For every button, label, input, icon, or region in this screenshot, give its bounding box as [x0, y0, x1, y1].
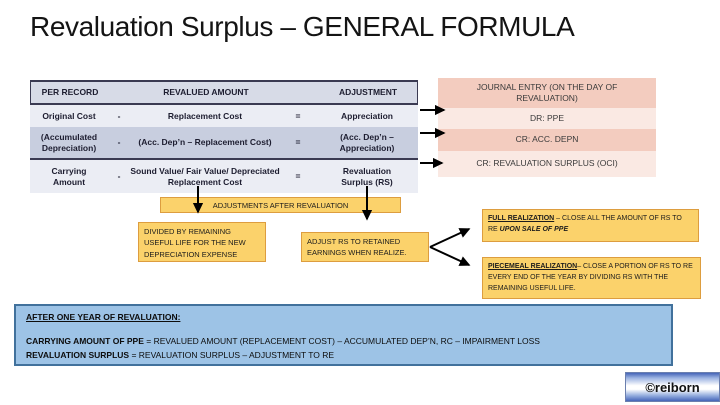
arrow-to-piecemeal-realization	[429, 246, 471, 266]
cell-minus-operator: -	[117, 171, 121, 182]
carrying-amount-formula: CARRYING AMOUNT OF PPE = REVALUED AMOUNT…	[26, 336, 540, 346]
table-row: (Accumulated Depreciation) - (Acc. Dep’n…	[30, 127, 418, 158]
full-realization-emphasis: UPON SALE OF PPE	[499, 226, 569, 234]
cell-per-record: Original Cost	[42, 110, 96, 121]
cell-per-record: Carrying Amount	[51, 166, 87, 187]
piecemeal-realization-box: PIECEMEAL REALIZATION– CLOSE A PORTION O…	[482, 257, 701, 299]
retained-earnings-note-box: ADJUST RS TO RETAINED EARNINGS WHEN REAL…	[301, 232, 429, 262]
cell-revalued: Sound Value/ Fair Value/ Depreciated Rep…	[130, 166, 280, 187]
after-one-year-summary-box: AFTER ONE YEAR OF REVALUATION: CARRYING …	[14, 304, 673, 366]
header-adjustment: ADJUSTMENT	[338, 87, 398, 98]
table-row: Carrying Amount - Sound Value/ Fair Valu…	[30, 158, 418, 193]
watermark-reiborn: ©reiborn	[625, 372, 720, 402]
table-header-row: PER RECORD REVALUED AMOUNT ADJUSTMENT	[30, 80, 418, 105]
full-realization-box: FULL REALIZATION – CLOSE ALL THE AMOUNT …	[482, 209, 699, 242]
journal-entry-dr-ppe: DR: PPE	[438, 108, 656, 129]
cell-adjustment: Revaluation Surplus (RS)	[341, 166, 393, 187]
header-per-record: PER RECORD	[41, 87, 99, 98]
piecemeal-realization-text: – CLOSE A PORTION OF RS TO RE EVERY END …	[488, 263, 693, 293]
summary-heading: AFTER ONE YEAR OF REVALUATION:	[26, 312, 181, 322]
journal-entry-box: JOURNAL ENTRY (ON THE DAY OF REVALUATION…	[438, 78, 656, 177]
cell-revalued: Replacement Cost	[167, 110, 243, 121]
revaluation-table: PER RECORD REVALUED AMOUNT ADJUSTMENT Or…	[30, 80, 418, 193]
cell-minus-operator: -	[117, 137, 121, 148]
page-title: Revaluation Surplus – GENERAL FORMULA	[30, 11, 575, 42]
cell-equals-operator: =	[295, 137, 301, 148]
journal-entry-cr-acc-depn: CR: ACC. DEPN	[438, 129, 656, 151]
piecemeal-realization-heading: PIECEMEAL REALIZATION	[488, 263, 578, 270]
revaluation-surplus-formula: REVALUATION SURPLUS = REVALUATION SURPLU…	[26, 349, 335, 360]
cell-equals-operator: =	[295, 171, 301, 182]
cell-adjustment: Appreciation	[341, 110, 393, 121]
arrow-to-full-realization	[429, 228, 471, 248]
full-realization-text: – CLOSE ALL THE AMOUNT OF RS TO RE	[488, 215, 682, 234]
cell-per-record: (Accumulated Depreciation)	[40, 132, 98, 153]
journal-title: JOURNAL ENTRY (ON THE DAY OF REVALUATION…	[438, 78, 656, 108]
cell-equals-operator: =	[295, 110, 301, 121]
depreciation-note-box: DIVIDED BY REMAINING USEFUL LIFE FOR THE…	[138, 222, 266, 262]
adjustments-banner: ADJUSTMENTS AFTER REVALUATION	[160, 197, 401, 213]
full-realization-heading: FULL REALIZATION	[488, 215, 555, 222]
cell-revalued: (Acc. Dep’n – Replacement Cost)	[138, 137, 272, 148]
cell-adjustment: (Acc. Dep’n – Appreciation)	[339, 132, 395, 153]
header-revalued-amount: REVALUED AMOUNT	[163, 87, 249, 98]
journal-entry-cr-revaluation-surplus: CR: REVALUATION SURPLUS (OCI)	[438, 151, 656, 177]
table-row: Original Cost - Replacement Cost = Appre…	[30, 105, 418, 127]
cell-minus-operator: -	[117, 110, 121, 121]
